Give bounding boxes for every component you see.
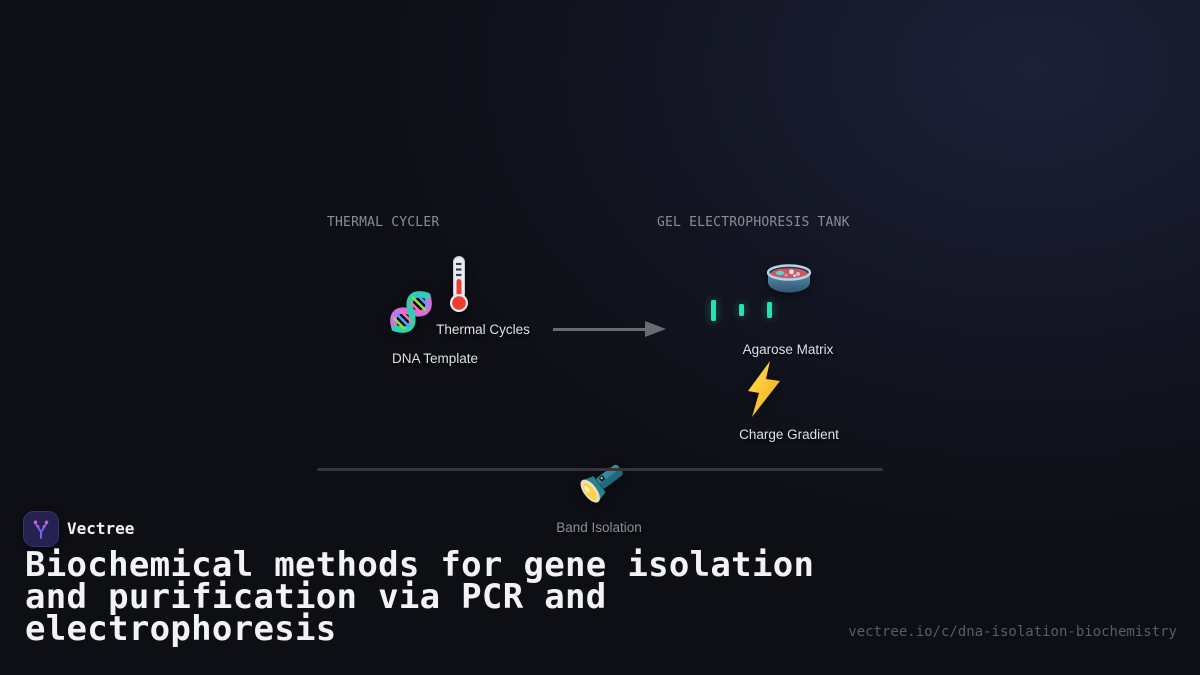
gel-band bbox=[739, 304, 744, 316]
page-title: Biochemical methods for gene isolation a… bbox=[25, 545, 925, 649]
gel-band bbox=[711, 300, 716, 321]
thermometer-icon bbox=[450, 256, 468, 312]
section-label-thermal-cycler: THERMAL CYCLER bbox=[327, 215, 440, 230]
node-label-dna-template: DNA Template bbox=[391, 351, 479, 366]
dna-icon bbox=[390, 291, 432, 333]
section-label-gel-electrophoresis-tank: GEL ELECTROPHORESIS TANK bbox=[657, 215, 850, 230]
vectree-branch-icon bbox=[33, 520, 49, 539]
vectree-logo bbox=[23, 511, 59, 547]
node-label-charge-gradient: Charge Gradient bbox=[739, 427, 839, 442]
brand-name: Vectree bbox=[67, 519, 135, 538]
timeline-rule bbox=[317, 468, 883, 471]
share-url: vectree.io/c/dna-isolation-biochemistry bbox=[848, 624, 1177, 640]
petri-dish-icon bbox=[766, 264, 812, 293]
gel-band bbox=[767, 302, 772, 318]
page-title-line-1: Biochemical methods for gene isolation bbox=[25, 545, 815, 585]
node-label-thermal-cycles: Thermal Cycles bbox=[436, 322, 530, 337]
node-label-agarose-matrix: Agarose Matrix bbox=[742, 342, 834, 357]
flow-arrow-head bbox=[645, 321, 666, 337]
page-title-line-2: and purification via PCR and bbox=[25, 577, 607, 617]
node-label-band-isolation: Band Isolation bbox=[556, 520, 642, 535]
flow-arrow-line bbox=[553, 328, 647, 331]
flashlight-icon bbox=[580, 464, 623, 503]
page-title-line-3: electrophoresis bbox=[25, 609, 337, 649]
lightning-bolt-icon bbox=[748, 361, 780, 417]
